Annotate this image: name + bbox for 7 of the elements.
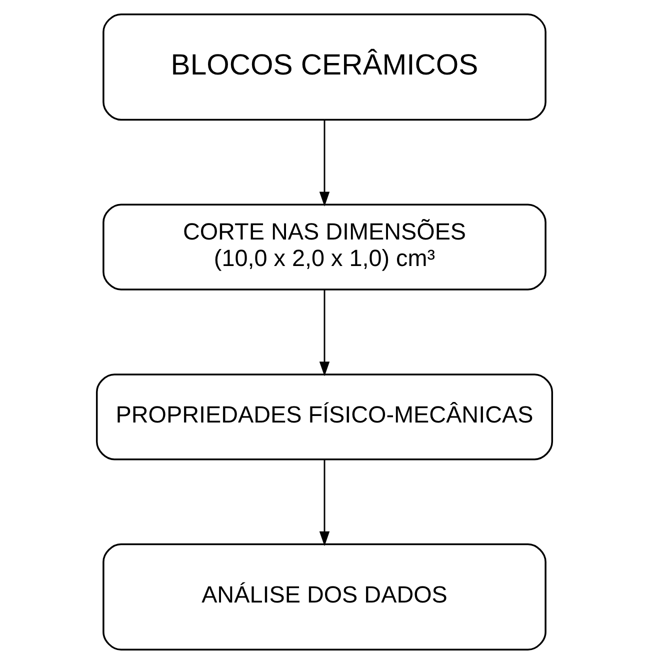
node-box: PROPRIEDADES FÍSICO-MECÂNICAS xyxy=(96,374,554,460)
node-box: BLOCOS CERÂMICOS xyxy=(102,13,546,121)
node-box: ANÁLISE DOS DADOS xyxy=(102,543,546,651)
arrow xyxy=(319,459,330,546)
node-box: CORTE NAS DIMENSÕES (10,0 x 2,0 x 1,0) cm³ xyxy=(102,204,546,290)
arrow xyxy=(319,290,330,376)
arrow xyxy=(319,120,330,206)
